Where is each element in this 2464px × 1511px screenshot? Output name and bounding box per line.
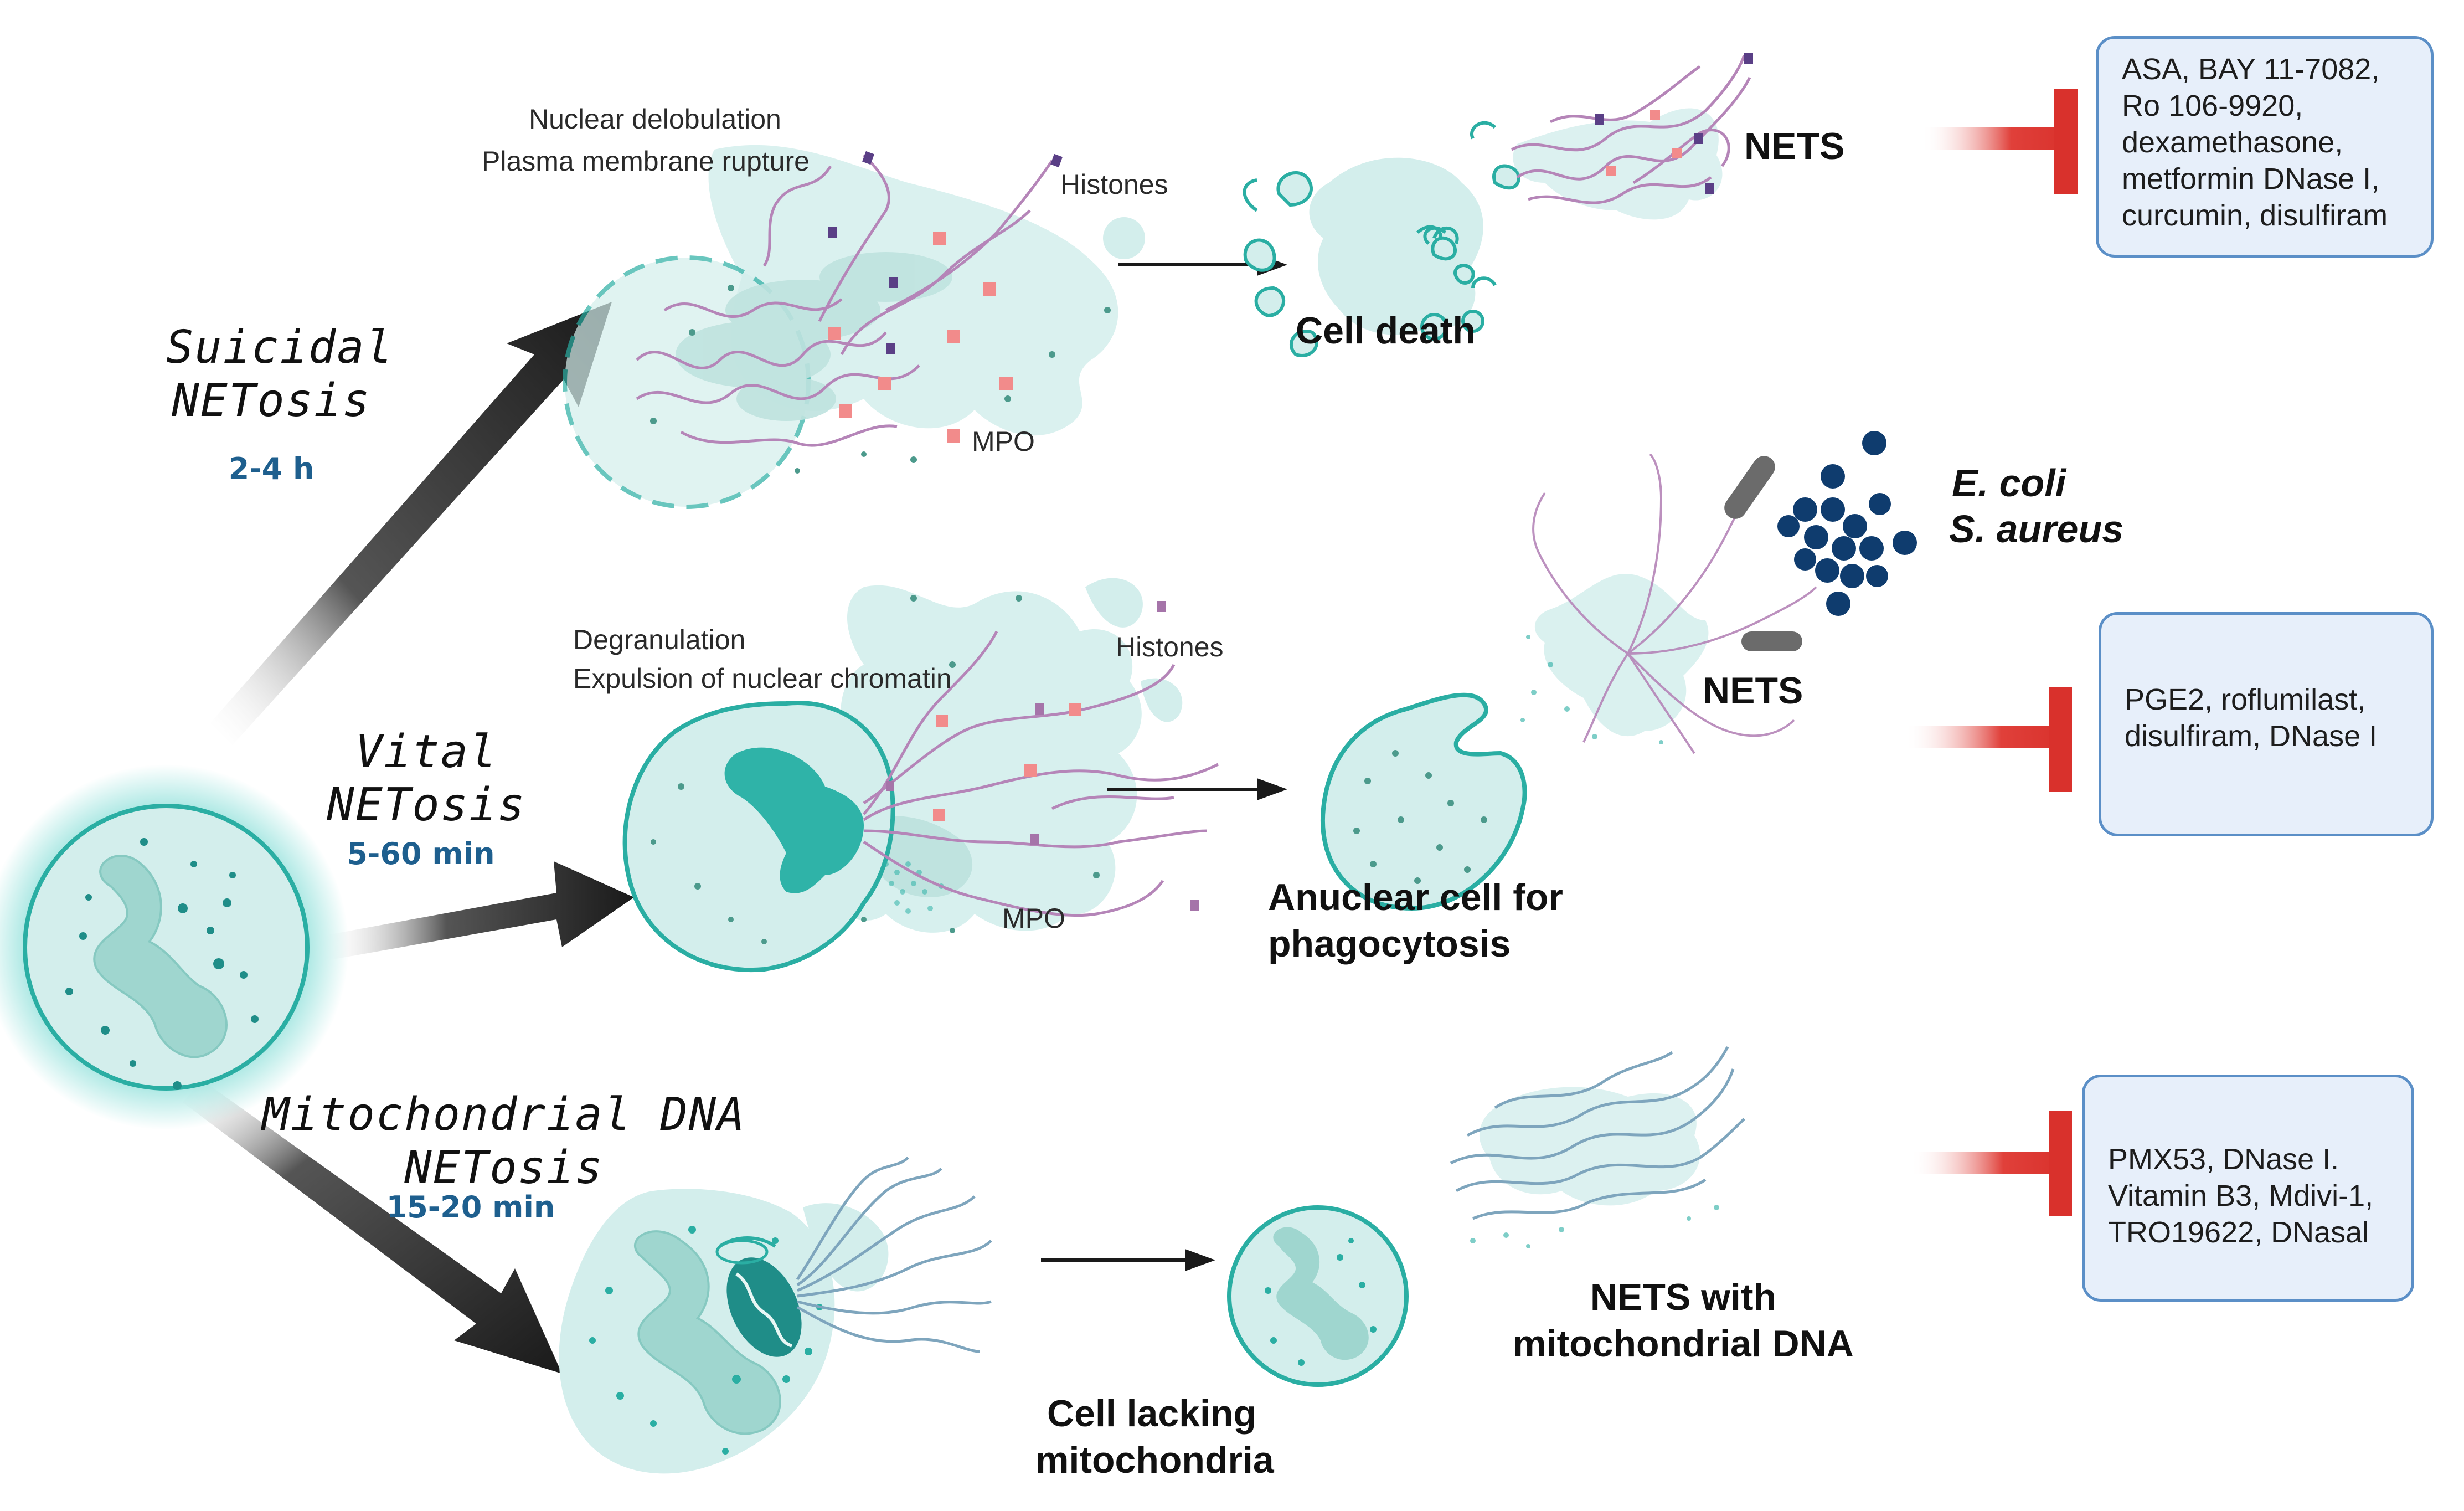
mito-dna-strands [796, 1157, 992, 1353]
mito-title: Mitochondrial DNA NETosis [255, 1088, 753, 1195]
bacteria-cocci [1777, 431, 1917, 616]
vital-step2: Expulsion of nuclear chromatin [573, 663, 952, 694]
suicidal-title: Suicidal NETosis [166, 321, 394, 428]
vital-inhibitors-text: PGE2, roflumilast, disulfiram, DNase I [2125, 683, 2378, 753]
vital-title-line1: Vital [355, 726, 498, 778]
vital-time: 5-60 min [347, 836, 495, 871]
arrow-vital [321, 861, 634, 961]
mito-nets-line1: NETS with [1590, 1276, 1777, 1318]
anuclear-label-line1: Anuclear cell for [1268, 876, 1563, 918]
anuclear-label-line2: phagocytosis [1268, 923, 1511, 965]
suicidal-title-line2: NETosis [172, 374, 371, 427]
vital-granule-cluster [883, 861, 944, 914]
suicidal-title-line1: Suicidal [166, 321, 394, 374]
inhibition-suicidal [1921, 89, 2078, 194]
suicidal-nets-label: NETS [1744, 125, 1845, 167]
suicidal-inhibitors-box: ASA, BAY 11-7082, Ro 106-9920, dexametha… [2096, 36, 2434, 258]
vital-nets-label: NETS [1703, 670, 1803, 712]
vital-inhibitors-box: PGE2, roflumilast, disulfiram, DNase I [2099, 612, 2434, 836]
mito-nucleus [633, 1230, 781, 1435]
suicidal-mpo-granules [828, 232, 1013, 443]
arrow-suicidal [210, 302, 612, 745]
mito-title-line1: Mitochondrial DNA [262, 1088, 746, 1141]
mito-inhibitors-text: PMX53, DNase I. Vitamin B3, Mdivi-1, TRO… [2108, 1143, 2374, 1249]
vital-expelling-nucleus [724, 747, 864, 893]
arrow-mitochondrial [183, 1080, 562, 1374]
anuclear-cell-label: Anuclear cell for phagocytosis [1268, 874, 1563, 967]
suicidal-time: 2-4 h [228, 451, 315, 486]
bacteria-rods [1724, 456, 1802, 651]
vital-histones-label: Histones [1116, 631, 1224, 662]
vital-title-line2: NETosis [327, 779, 526, 831]
neutrophil-nucleus [93, 855, 228, 1058]
cell-lacking-line1: Cell lacking [1047, 1392, 1256, 1435]
suicidal-mpo-label: MPO [972, 426, 1035, 457]
vital-mpo-label: MPO [1002, 903, 1065, 934]
cell-lacking-mito-label: Cell lacking mitochondria [1035, 1390, 1274, 1483]
suicidal-step2: Plasma membrane rupture [482, 146, 810, 177]
suicidal-step1: Nuclear delobulation [529, 104, 781, 135]
vital-dna-strands [863, 630, 1219, 917]
inhibition-vital [1905, 687, 2072, 792]
inhibition-mitochondrial [1910, 1111, 2072, 1216]
vital-step1: Degranulation [573, 624, 746, 655]
bacteria-saureus-label: S. aureus [1949, 507, 2124, 551]
mito-time: 15-20 min [386, 1190, 555, 1225]
mito-title-line2: NETosis [404, 1142, 604, 1194]
suicidal-inhibitors-text: ASA, BAY 11-7082, Ro 106-9920, dexametha… [2122, 53, 2388, 232]
cell-lacking-line2: mitochondria [1035, 1439, 1274, 1481]
vital-title: Vital NETosis [310, 726, 543, 832]
source-neutrophil [23, 804, 310, 1091]
mito-nets-label: NETS with mitochondrial DNA [1495, 1274, 1872, 1367]
suicidal-dna-strands [636, 154, 1054, 447]
suicidal-histones-label: Histones [1060, 169, 1168, 200]
bacteria-ecoli-label: E. coli [1952, 461, 2066, 505]
mito-inhibitors-box: PMX53, DNase I. Vitamin B3, Mdivi-1, TRO… [2082, 1075, 2414, 1302]
mito-nets-line2: mitochondrial DNA [1513, 1323, 1854, 1365]
cell-death-label: Cell death [1296, 310, 1476, 352]
cell-death-remnant [1309, 157, 1483, 335]
anuclear-cell [1320, 692, 1527, 911]
